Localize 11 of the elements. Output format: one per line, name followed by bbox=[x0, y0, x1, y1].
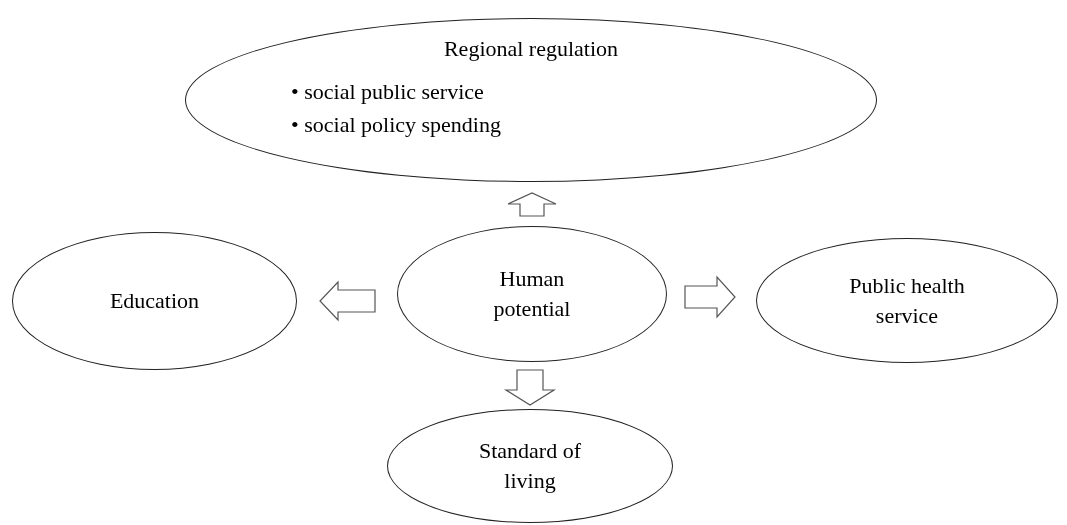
bullet-item: • social policy spending bbox=[291, 110, 501, 139]
node-label: Standard of living bbox=[478, 437, 582, 495]
node-label: Public health service bbox=[848, 271, 966, 330]
node-label: Human potential bbox=[492, 265, 572, 323]
block-arrow bbox=[684, 275, 736, 319]
node-heading: Regional regulation bbox=[443, 35, 619, 63]
bullet-item: • social public service bbox=[291, 77, 484, 106]
block-arrow bbox=[319, 280, 376, 322]
node-label: Education bbox=[109, 287, 200, 315]
block-arrow bbox=[503, 369, 557, 406]
block-arrow bbox=[507, 192, 557, 217]
